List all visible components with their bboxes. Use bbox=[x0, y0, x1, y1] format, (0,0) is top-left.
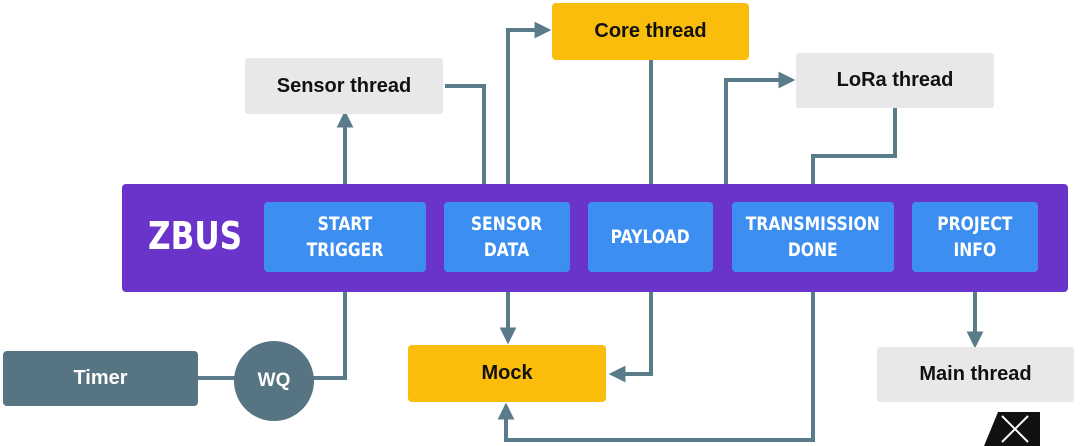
channel-sensor-data-label: SENSOR DATA bbox=[471, 213, 543, 261]
channel-project-info-label: PROJECT INFO bbox=[937, 213, 1013, 261]
main-thread-node: Main thread bbox=[877, 347, 1074, 402]
channel-payload: PAYLOAD bbox=[588, 202, 713, 272]
arrow-payload-mock bbox=[608, 272, 653, 383]
channel-sensor-data: SENSOR DATA bbox=[444, 202, 570, 272]
logo-icon bbox=[984, 412, 1040, 446]
sensor-thread-node: Sensor thread bbox=[245, 58, 443, 114]
channel-payload-label: PAYLOAD bbox=[610, 226, 691, 248]
channel-start-trigger: START TRIGGER bbox=[264, 202, 426, 272]
channel-transmission-done-label: TRANSMISSION DONE bbox=[745, 213, 881, 261]
arrow-sensor-data-core-thread bbox=[506, 21, 552, 202]
arrow-lora-thread-transmission-done bbox=[804, 108, 897, 202]
arrow-sensor-thread-sensor-data bbox=[445, 84, 493, 202]
core-thread-node: Core thread bbox=[552, 3, 749, 60]
arrow-wq-start-trigger bbox=[313, 272, 354, 380]
timer-node: Timer bbox=[3, 351, 198, 406]
channel-project-info: PROJECT INFO bbox=[912, 202, 1038, 272]
arrow-transmission-done-mock bbox=[497, 272, 815, 442]
channel-transmission-done: TRANSMISSION DONE bbox=[732, 202, 894, 272]
lora-thread-node: LoRa thread bbox=[796, 53, 994, 108]
zbus-label: ZBUS bbox=[148, 214, 243, 258]
wq-node: WQ bbox=[234, 341, 314, 421]
channel-start-trigger-label: START TRIGGER bbox=[306, 213, 384, 261]
mock-node: Mock bbox=[408, 345, 606, 402]
